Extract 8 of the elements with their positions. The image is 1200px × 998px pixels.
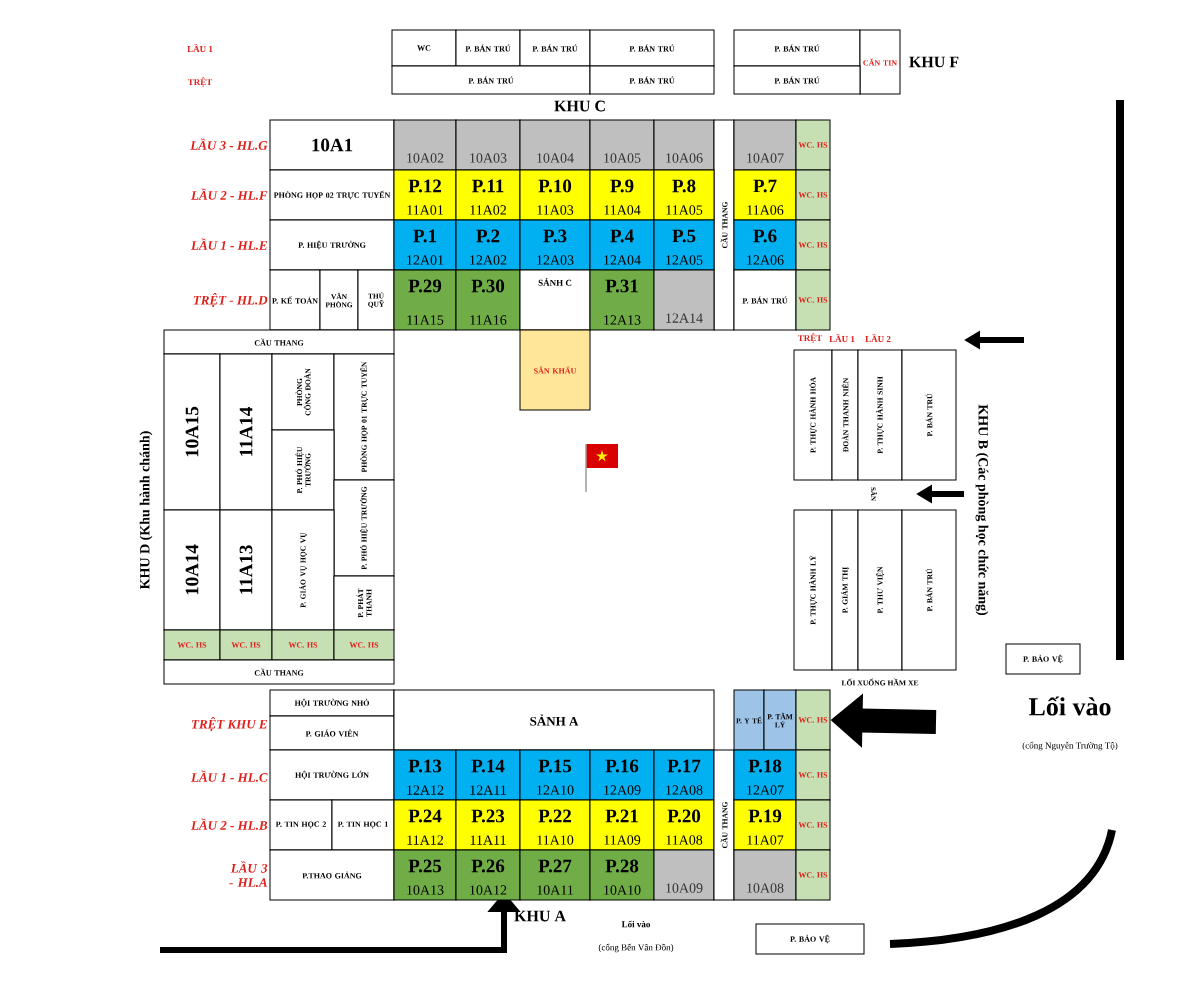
classroom-cell: 11A13: [219, 509, 273, 631]
zone-label: KHU A: [514, 910, 566, 922]
zone-label: KHU C: [554, 100, 605, 112]
classroom-cell: 10A1: [269, 119, 395, 171]
classroom-cell: 10A15: [163, 353, 221, 511]
classroom-cell: 11A14: [219, 353, 273, 511]
entrance-label: Lối vào: [1028, 696, 1111, 716]
classroom-cell: 10A14: [163, 509, 221, 631]
